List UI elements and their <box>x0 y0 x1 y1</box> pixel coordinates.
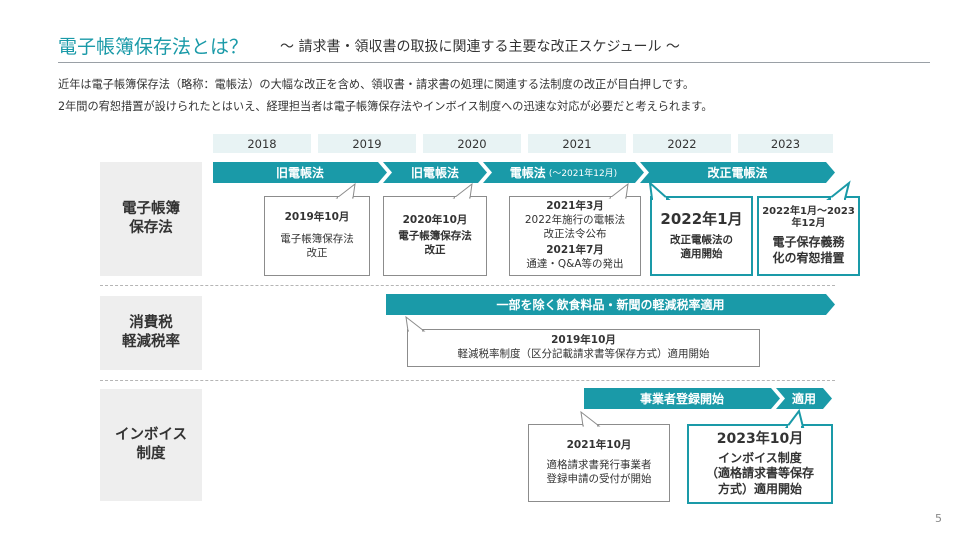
timeline-arrow-invoice-apply: 適用 <box>776 388 832 409</box>
callout-tail <box>826 180 851 201</box>
callout-2021-10-invoice: 2021年10月 適格請求書発行事業者 登録申請の受付が開始 <box>528 410 670 502</box>
callout-tail <box>648 180 671 201</box>
timeline-arrow-old-denchoho: 旧電帳法 <box>213 162 387 183</box>
callout-tail <box>608 182 629 199</box>
year-header-2023: 2023 <box>738 134 833 153</box>
page-title: 電子帳簿保存法とは？ <box>58 36 249 58</box>
callout-2020-10: 2020年10月 電子帳簿保存法 改正 <box>383 182 487 276</box>
callout-tail <box>452 182 473 199</box>
timeline-arrow-old-denchoho-2: 旧電帳法 <box>383 162 487 183</box>
row-separator <box>100 380 835 381</box>
callout-tail <box>405 315 426 332</box>
page-number: 5 <box>935 512 942 525</box>
callout-tail <box>580 410 601 427</box>
row-label-shohizei: 消費税 軽減税率 <box>100 296 202 370</box>
row-separator <box>100 285 835 286</box>
year-header-2019: 2019 <box>318 134 416 153</box>
description-line-2: 2年間の宥恕措置が設けられたとはいえ、経理担当者は電子帳簿保存法やインボイス制度… <box>58 100 713 113</box>
callout-tail <box>785 408 805 429</box>
timeline-arrow-revised-denchoho: 改正電帳法 <box>640 162 835 183</box>
row-label-denchoho: 電子帳簿 保存法 <box>100 162 202 276</box>
timeline-arrow-reduced-tax: 一部を除く飲食料品・新聞の軽減税率適用 <box>386 294 835 315</box>
timeline-arrow-registration: 事業者登録開始 <box>584 388 780 409</box>
callout-2022-2023-grace: 2022年1月～2023 年12月 電子保存義務 化の宥恕措置 <box>757 180 860 276</box>
callout-2021: 2021年3月 2022年施行の電帳法 改正法令公布 2021年7月 通達・Q&… <box>509 182 641 276</box>
year-header-2020: 2020 <box>423 134 521 153</box>
callout-2022-01: 2022年1月 改正電帳法の 適用開始 <box>648 180 753 276</box>
callout-2023-10-invoice: 2023年10月 インボイス制度 （適格請求書等保存 方式）適用開始 <box>687 408 833 504</box>
callout-2019-10-reduced-tax: 2019年10月 軽減税率制度（区分記載請求書等保存方式）適用開始 <box>405 315 760 367</box>
callout-tail <box>335 182 356 199</box>
title-divider <box>58 62 930 63</box>
year-header-2021: 2021 <box>528 134 626 153</box>
year-header-2022: 2022 <box>633 134 731 153</box>
year-header-2018: 2018 <box>213 134 311 153</box>
description-line-1: 近年は電子帳簿保存法（略称：電帳法）の大幅な改正を含め、領収書・請求書の処理に関… <box>58 78 695 91</box>
page-subtitle: ～ 請求書・領収書の取扱に関連する主要な改正スケジュール ～ <box>280 39 680 55</box>
timeline-arrow-denchoho: 電帳法(～2021年12月) <box>483 162 644 183</box>
row-label-invoice: インボイス 制度 <box>100 389 202 501</box>
callout-2019-10: 2019年10月 電子帳簿保存法 改正 <box>264 182 370 276</box>
